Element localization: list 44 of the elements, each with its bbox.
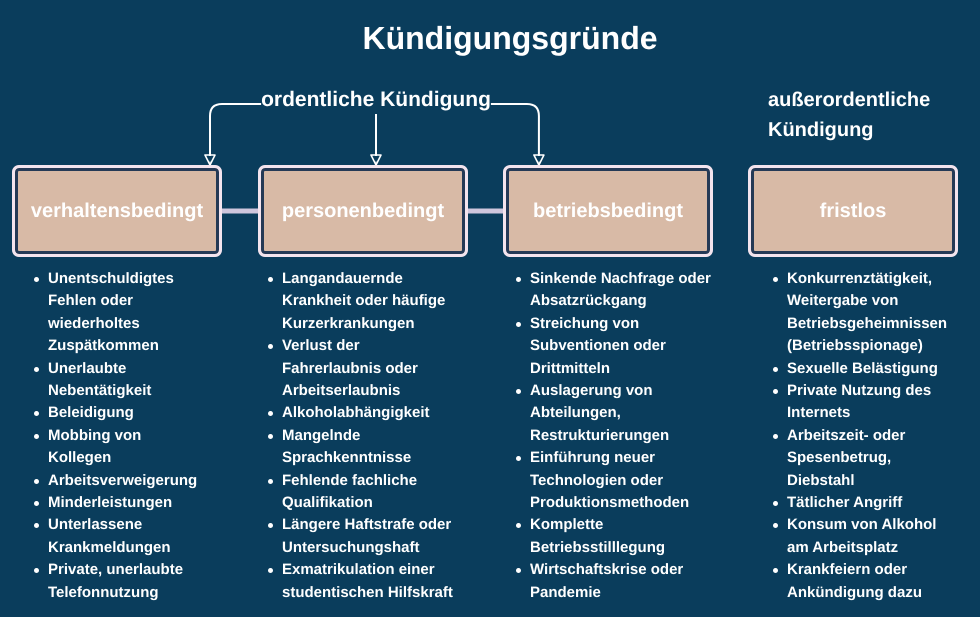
list-item: Langandauernde Krankheit oder häufige Kurzerkrankungen: [282, 269, 446, 334]
list-item: Längere Haftstrafe oder Untersuchungshaft: [282, 515, 452, 558]
category-box: [748, 165, 958, 257]
list-item: Arbeitsverweigerung: [48, 470, 198, 491]
arrow: [490, 103, 545, 166]
list-item: Sexuelle Belästigung: [787, 358, 938, 379]
list-item: Private, unerlaubte Telefonnutzung: [48, 560, 184, 603]
list-item: Fehlende fachliche Qualifikation: [282, 470, 418, 514]
arrow: [204, 103, 262, 166]
list-item: Minderleistungen: [48, 493, 172, 514]
list-item: Beleidigung: [48, 403, 134, 424]
list-item: Unerlaubte Nebentätigkeit: [48, 358, 152, 402]
category-box: [12, 165, 222, 257]
list-item: Wirtschaftskrise oder Pandemie: [530, 560, 684, 603]
list-item: Alkoholabhängigkeit: [282, 403, 430, 424]
category-box: [258, 165, 468, 257]
category-heading: ordentliche Kündigung: [261, 86, 491, 114]
list-item: Krankfeiern oder Ankündigung dazu: [787, 560, 923, 603]
list-item: Unentschuldigtes Fehlen oder wiederholtes Zuspätkommen: [48, 269, 175, 356]
diagram-title: Kündigungsgründe: [362, 19, 658, 58]
category-box: [503, 165, 713, 257]
list-item: Exmatrikulation einer studentischen Hilfskraft: [282, 560, 454, 603]
list-item: Private Nutzung des Internets: [787, 381, 932, 424]
list-item: Komplette Betriebsstilllegung: [530, 515, 666, 558]
list-item: Mobbing von Kollegen: [48, 426, 142, 468]
box-label: betriebsbedingt: [532, 200, 683, 222]
list-item: Einführung neuer Technologien oder Produktionsmethoden: [530, 448, 690, 514]
connector-line: [222, 208, 258, 214]
list-item: Konsum von Alkohol am Arbeitsplatz: [787, 515, 938, 558]
list-item: Mangelnde Sprachkenntnisse: [282, 426, 412, 468]
list-item: Auslagerung von Abteilungen, Restrukturierungen: [530, 381, 670, 446]
list-item: Sinkende Nachfrage oder Absatzrückgang: [530, 269, 712, 312]
list-item: Unterlassene Krankmeldungen: [48, 515, 172, 558]
box-label: verhaltensbedingt: [30, 200, 204, 222]
arrow: [370, 114, 382, 166]
box-label: personenbedingt: [282, 200, 444, 222]
list-item: Tätlicher Angriff: [787, 493, 902, 514]
list-item: Arbeitszeit- oder Spesenbetrug, Diebstahl: [787, 426, 906, 491]
list-item: Streichung von Subventionen oder Drittmitteln: [530, 314, 667, 379]
list-item: Verlust der Fahrerlaubnis oder Arbeitserlaubnis: [282, 336, 419, 402]
category-heading: außerordentliche Kündigung: [768, 88, 932, 143]
connector-line: [468, 208, 503, 214]
box-label: fristlos: [820, 200, 886, 222]
list-item: Konkurrenztätigkeit, Weitergabe von Betriebsgeheimnissen (Betriebsspionage): [787, 269, 948, 356]
